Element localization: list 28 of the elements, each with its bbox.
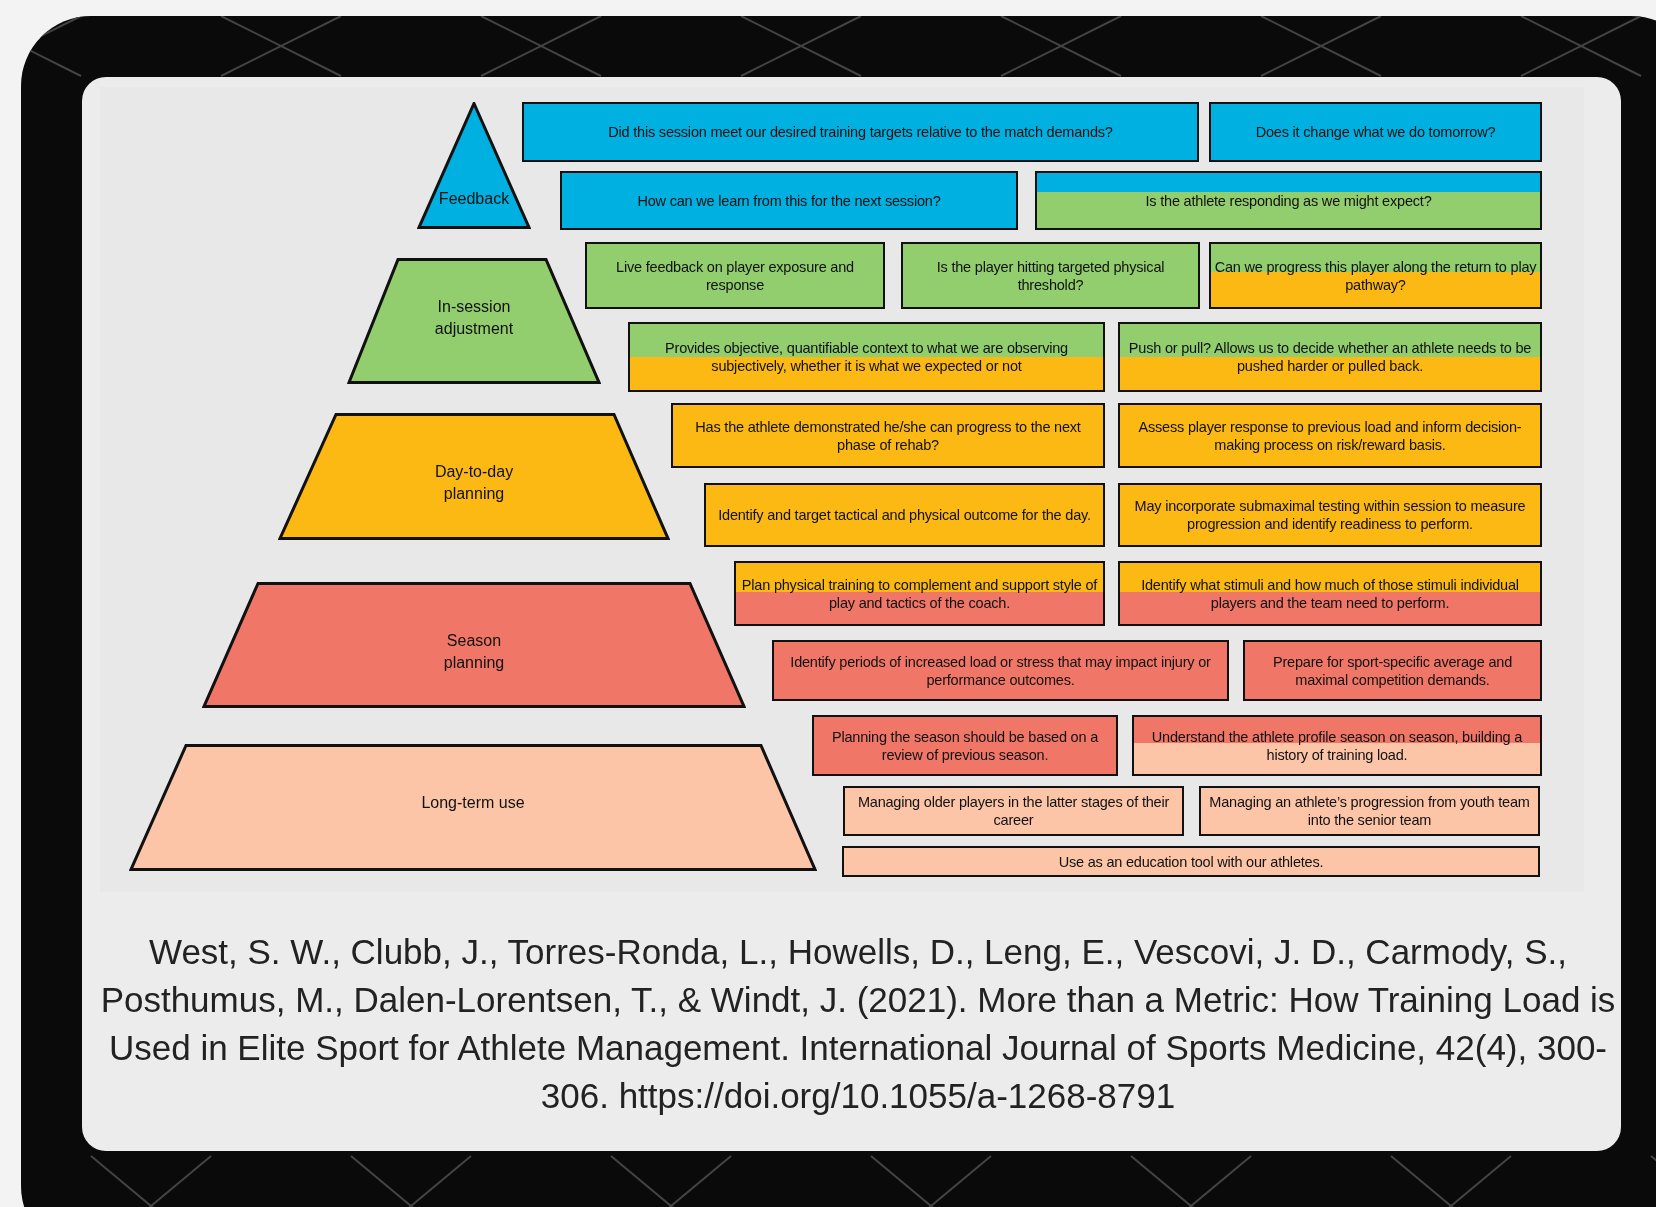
question-box: Live feedback on player exposure and response [585,242,885,309]
question-box: May incorporate submaximal testing within session to measure progression and identify readiness to perform. [1118,483,1542,547]
question-box: Use as an education tool with our athletes. [842,846,1540,877]
question-box: Identify periods of increased load or stress that may impact injury or performance outcomes. [772,640,1229,701]
question-box: Managing an athlete’s progression from youth team into the senior team [1199,786,1540,836]
question-box: Did this session meet our desired training targets relative to the match demands? [522,102,1199,162]
question-box: Understand the athlete profile season on season, building a history of training load. [1132,715,1542,776]
question-box: Has the athlete demonstrated he/she can progress to the next phase of rehab? [671,403,1105,468]
question-box: Provides objective, quantifiable context to what we are observing subjectively, whether it is what we expected or not [628,322,1105,392]
question-box: Is the player hitting targeted physical threshold? [901,242,1200,309]
question-box: Is the athlete responding as we might expect? [1035,171,1542,230]
question-box: Does it change what we do tomorrow? [1209,102,1542,162]
question-box: Prepare for sport-specific average and maximal competition demands. [1243,640,1542,701]
question-box: Identify and target tactical and physical outcome for the day. [704,483,1105,547]
level-label: Season planning [442,630,506,673]
question-box: Plan physical training to complement and support style of play and tactics of the coach. [734,561,1105,626]
question-box: How can we learn from this for the next session? [560,171,1018,230]
level-label: Day-to-day planning [433,462,515,505]
question-box: Planning the season should be based on a review of previous season. [812,715,1118,776]
level-label: In-session adjustment [433,296,515,339]
level-label: Long-term use [420,793,526,814]
question-box: Push or pull? Allows us to decide whether an athlete needs to be pushed harder or pulled back. [1118,322,1542,392]
question-box: Can we progress this player along the return to play pathway? [1209,242,1542,309]
question-box: Assess player response to previous load and inform decision-making process on risk/reward basis. [1118,403,1542,468]
level-label: Feedback [437,189,511,210]
question-box: Managing older players in the latter stages of their career [843,786,1184,836]
question-box: Identify what stimuli and how much of those stimuli individual players and the team need to perform. [1118,561,1542,626]
caption: West, S. W., Clubb, J., Torres-Ronda, L., Howells, D., Leng, E., Vescovi, J. D., Carmody, S., Posthumus, M., Dalen-Lorentsen, T., & Windt, J. (2021). More than a Metric: How Training Load is Used in Elite Sport for Athlete Management. International Journal of Sports Medicine, 42(4), 300-306. https://doi.org/10.1055/a-1268-8791 [100,931,1616,1117]
